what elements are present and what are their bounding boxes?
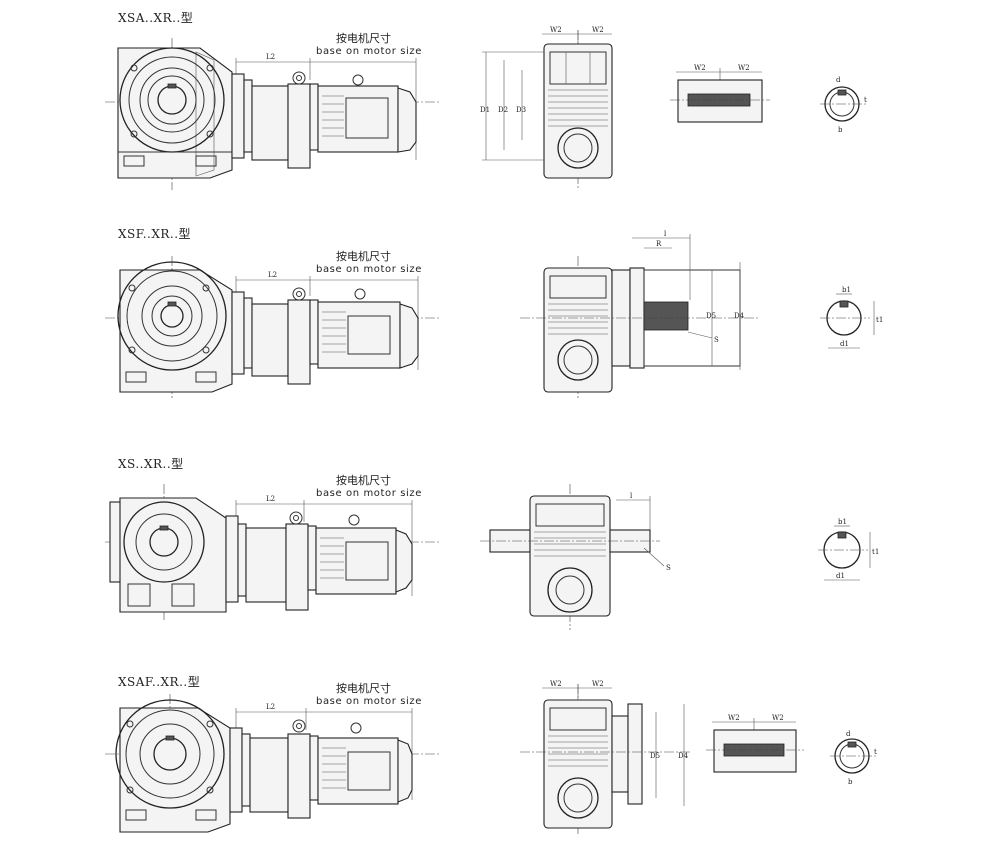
dim-w2-left: W2 — [550, 680, 562, 688]
front-view: W2 W2 D5 D4 — [520, 680, 690, 834]
motor-size-en: base on motor size — [316, 46, 422, 57]
dim-d5: D5 — [706, 312, 716, 320]
front-view: l S — [480, 484, 671, 630]
dim-b: b — [848, 778, 853, 786]
keyway-detail: d b t — [830, 730, 878, 786]
dim-w2-hs-right: W2 — [772, 714, 784, 722]
front-view: W2 W2 D1 D2 D3 — [480, 26, 613, 188]
row-xs: XS..XR..型 按电机尺寸 base on motor size L2 — [105, 457, 879, 630]
dim-d: d — [846, 730, 851, 738]
dim-w2-right: W2 — [592, 680, 604, 688]
dim-b1: b1 — [842, 286, 851, 294]
motor-size-en: base on motor size — [316, 488, 422, 499]
hollow-shaft-section: W2 W2 — [670, 64, 770, 123]
motor-size-en: base on motor size — [316, 264, 422, 275]
dim-l2: L2 — [266, 495, 275, 503]
row-xsaf: XSAF..XR..型 按电机尺寸 base on motor size L2 — [105, 675, 878, 834]
dim-r: R — [656, 240, 662, 248]
dim-s: S — [666, 564, 671, 572]
dim-l2: L2 — [266, 53, 275, 61]
dim-d3: D3 — [516, 106, 526, 114]
dim-d1: D1 — [480, 106, 490, 114]
row-title: XSA..XR..型 — [118, 11, 193, 25]
side-view — [105, 694, 440, 834]
dim-d1: d1 — [836, 572, 845, 580]
dim-l: l — [664, 230, 667, 238]
motor-size-cn: 按电机尺寸 — [336, 681, 391, 695]
dim-l2: L2 — [266, 703, 275, 711]
dim-d1: d1 — [840, 340, 849, 348]
dim-d5: D5 — [650, 752, 660, 760]
dim-l2: L2 — [268, 271, 277, 279]
dim-b: b — [838, 126, 843, 134]
dim-w2-hs-left: W2 — [728, 714, 740, 722]
dim-w2-hs-right: W2 — [738, 64, 750, 72]
dim-w2-left: W2 — [550, 26, 562, 34]
keyway-detail: d b t — [820, 76, 867, 134]
row-xsa: XSA..XR..型 按电机尺寸 base on motor size L2 — [105, 11, 867, 190]
dim-d4: D4 — [734, 312, 745, 320]
front-view: l R D5 D4 S — [520, 230, 760, 398]
side-view — [105, 38, 440, 190]
motor-size-en: base on motor size — [316, 696, 422, 707]
motor-size-callout: 按电机尺寸 base on motor size L2 — [235, 249, 422, 370]
dim-t1: t1 — [876, 316, 883, 324]
dim-s: S — [714, 336, 719, 344]
dim-b1: b1 — [838, 518, 847, 526]
dim-d: d — [836, 76, 841, 84]
row-title: XSAF..XR..型 — [118, 675, 200, 689]
dim-l: l — [630, 492, 633, 500]
motor-size-cn: 按电机尺寸 — [336, 249, 391, 263]
dim-t: t — [864, 96, 867, 104]
hollow-shaft-section: W2 W2 — [706, 714, 804, 773]
dim-d2: D2 — [498, 106, 508, 114]
side-view — [105, 256, 440, 400]
dim-d4: D4 — [678, 752, 689, 760]
side-view — [105, 484, 440, 620]
motor-size-callout: 按电机尺寸 base on motor size L2 — [235, 681, 422, 800]
motor-size-cn: 按电机尺寸 — [336, 473, 391, 487]
row-title: XS..XR..型 — [118, 457, 184, 471]
dim-t1: t1 — [872, 548, 879, 556]
dim-w2-hs-left: W2 — [694, 64, 706, 72]
row-title: XSF..XR..型 — [118, 227, 191, 241]
dim-t: t — [874, 748, 877, 756]
keyway-detail: b1 t1 d1 — [818, 518, 879, 581]
keyway-detail: b1 t1 d1 — [820, 286, 883, 349]
dim-w2-right: W2 — [592, 26, 604, 34]
motor-size-cn: 按电机尺寸 — [336, 31, 391, 45]
row-xsf: XSF..XR..型 按电机尺寸 base on motor size L2 — [105, 227, 883, 400]
